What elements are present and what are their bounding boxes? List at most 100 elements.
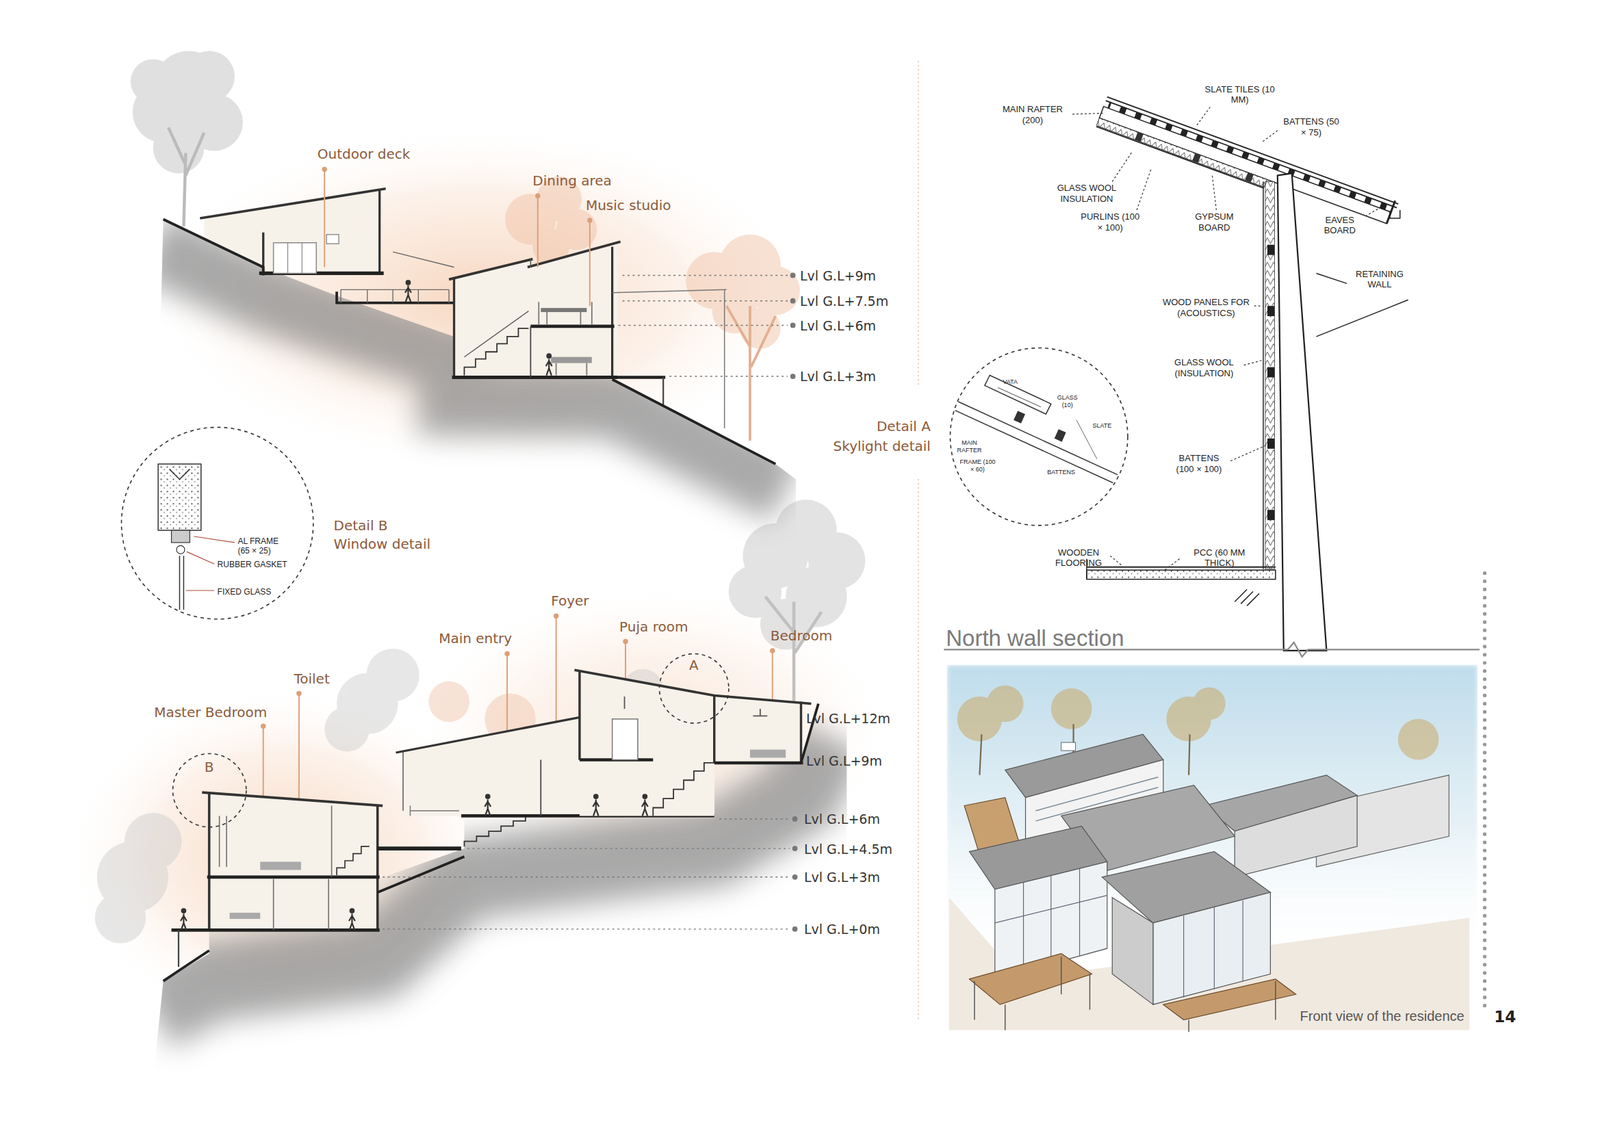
window-detail	[158, 463, 202, 531]
front-view-illustration	[1061, 742, 1076, 751]
window-detail	[169, 469, 191, 480]
annotation: GLASS WOOL INSULATION	[1050, 183, 1123, 205]
annotation: RUBBER GASKET	[217, 559, 288, 569]
lower-section-building	[396, 717, 582, 753]
front-view-illustration	[1192, 687, 1226, 721]
lower-section-building	[209, 793, 378, 931]
annotation: VATA	[1002, 377, 1018, 386]
north-wall-section	[1163, 559, 1180, 572]
room-label: Outdoor deck	[317, 145, 411, 163]
level-label: Lvl G.L+9m	[800, 267, 876, 284]
upper-section-building	[340, 251, 455, 304]
front-view-illustration	[957, 685, 1440, 761]
annotation: GLASS (10)	[1053, 394, 1082, 410]
detail-title: Detail A	[876, 418, 931, 435]
annotation: PCC (60 MM THICK)	[1181, 547, 1258, 569]
upper-section-building	[452, 326, 618, 378]
annotation: MAIN RAFTER	[956, 439, 984, 455]
lower-section-building	[177, 930, 180, 967]
skylight-detail	[953, 399, 1128, 490]
level-line	[792, 845, 798, 852]
tree	[124, 813, 182, 870]
tree	[130, 58, 176, 105]
lower-section-building	[201, 792, 383, 806]
lower-section-building	[349, 908, 356, 931]
upper-section-building	[662, 377, 664, 406]
north-wall-section	[1134, 132, 1144, 142]
skylight-detail	[997, 387, 1041, 407]
detail-circle: Detail ASkylight detailVATAGLASS (10)SLA…	[949, 346, 1129, 527]
annotation: WOODEN FLOORING	[1049, 547, 1108, 569]
lower-section-building	[409, 806, 460, 817]
room-label: Bedroom	[770, 627, 833, 644]
annotation: AL FRAME (65 × 25)	[237, 535, 293, 556]
annotation: SLATE	[1092, 421, 1112, 430]
upper-section-building	[556, 363, 588, 376]
level-line	[618, 275, 789, 377]
lower-section-building	[403, 717, 580, 816]
leader-line	[260, 724, 266, 729]
lower-section-building	[163, 703, 819, 981]
annotation: EAVES BOARD	[1317, 214, 1362, 237]
terrain-shade	[153, 244, 786, 490]
upper-section-building	[448, 241, 621, 280]
annotation: GYPSUM BOARD	[1190, 211, 1238, 233]
level-label: Lvl G.L+6m	[804, 811, 881, 828]
lower-section-building	[229, 912, 261, 920]
upper-section-building	[287, 242, 302, 274]
dashed-circle	[659, 654, 729, 724]
tree	[168, 127, 204, 227]
detail-marker: A	[689, 656, 699, 674]
north-wall-section	[1386, 200, 1395, 224]
level-label: Lvl G.L+7.5m	[800, 292, 889, 309]
dashed-circle	[949, 347, 1128, 525]
upper-section-building	[405, 279, 412, 302]
upper-section-building	[163, 218, 777, 464]
annotation: RETAINING WALL	[1346, 268, 1412, 291]
divider	[918, 60, 1486, 1020]
front-view-illustration	[974, 956, 1276, 1032]
lower-section-building	[171, 877, 380, 931]
north-wall-section	[1267, 367, 1275, 378]
detail-circle: Detail BWindow detailAL FRAME (65 × 25)R…	[120, 426, 315, 621]
annotation: SLATE TILES (10 MM)	[1202, 84, 1278, 106]
level-line	[792, 816, 798, 822]
tree	[726, 305, 777, 441]
level-label: Lvl G.L+9m	[806, 753, 883, 770]
lower-section-building	[209, 793, 378, 931]
tree	[324, 706, 370, 753]
north-wall-section	[1389, 210, 1401, 219]
leader-line	[622, 639, 628, 644]
level-line	[790, 323, 796, 329]
lower-section-building	[219, 806, 332, 931]
lower-section-building	[336, 846, 370, 876]
north-wall-section	[1136, 169, 1152, 211]
leader-line	[260, 166, 776, 729]
tree	[765, 596, 822, 714]
north-wall-section	[1107, 101, 1393, 213]
dashed-circle	[172, 754, 246, 828]
skylight-detail	[1054, 429, 1067, 442]
room-label: Puja room	[619, 618, 688, 636]
window-detail	[171, 530, 191, 543]
upper-section-building	[463, 311, 529, 358]
tree	[366, 648, 420, 703]
detail-marker-circle: A	[658, 652, 730, 725]
room-label: Foyer	[550, 592, 589, 610]
level-line	[382, 819, 790, 930]
level-label: Lvl G.L+0m	[804, 921, 881, 938]
front-view-illustration	[1112, 897, 1154, 1006]
skylight-detail	[984, 375, 1052, 415]
upper-section-building	[163, 188, 777, 464]
north-wall-section	[1267, 244, 1275, 256]
upper-section-building	[454, 247, 613, 378]
north-wall-section	[1096, 117, 1267, 187]
caption: Front view of the residence	[1300, 1008, 1465, 1025]
level-line	[790, 298, 796, 304]
north-wall-section	[1265, 181, 1275, 569]
north-wall-section	[1267, 438, 1275, 449]
terrain-shade	[153, 244, 786, 490]
level-label: Lvl G.L+12m	[806, 710, 891, 727]
